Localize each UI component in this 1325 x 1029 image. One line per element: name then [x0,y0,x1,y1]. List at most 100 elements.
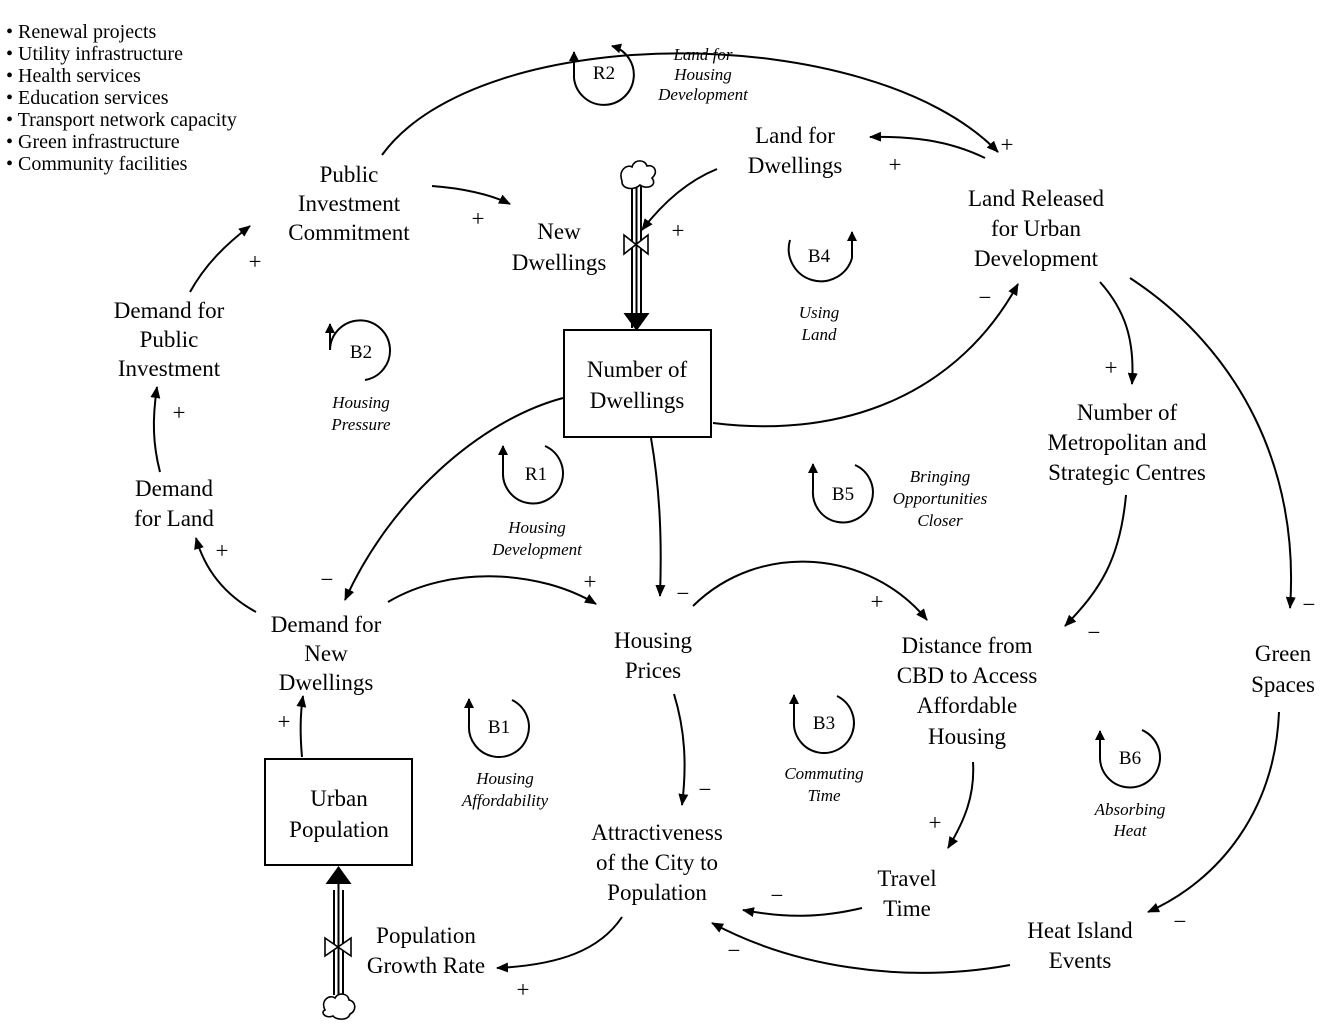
loop-circles [325,43,1161,789]
polarity-plus: + [173,400,186,425]
svg-text:Dwellings: Dwellings [279,670,374,695]
loop-b6: B6 Absorbing Heat [1094,748,1166,840]
svg-text:Urban: Urban [310,786,368,811]
svg-text:B5: B5 [832,484,854,505]
link-demand-for-land-to-demand-public-investment [150,386,161,473]
svg-text:New: New [537,219,581,244]
link-distance-to-travel-time [947,761,975,849]
cloud-source-icon [620,160,657,190]
polarity-minus: − [677,581,690,606]
node-attractiveness: Attractiveness of the City to Population [591,820,723,905]
loop-r2: R2 Land for Housing Development [593,45,749,104]
node-urban-population: Urban Population [289,786,389,842]
node-heat-island: Heat Island Events [1027,918,1133,973]
svg-text:Public: Public [320,162,379,187]
svg-text:B2: B2 [350,342,372,363]
svg-text:Land for: Land for [672,45,732,64]
svg-text:Time: Time [807,786,841,805]
link-land-for-dwellings-to-new-dwellings [641,168,718,231]
polarity-plus: + [1105,355,1118,380]
node-number-of-centres: Number of Metropolitan and Strategic Cen… [1047,400,1207,485]
svg-text:Opportunities: Opportunities [893,489,988,508]
link-housing-prices-to-distance [692,560,928,621]
svg-text:Commitment: Commitment [288,220,410,245]
polarity-plus: + [216,538,229,563]
loop-b1: B1 Housing Affordability [461,717,549,810]
link-green-spaces-to-heat-island [1147,711,1280,913]
svg-text:Growth Rate: Growth Rate [367,953,485,978]
polarity-minus: − [699,777,712,802]
loop-b4: B4 Using Land [799,246,840,344]
svg-text:Commuting: Commuting [784,764,863,783]
note-item: • Transport network capacity [6,109,237,131]
polarity-plus: + [249,249,262,274]
polarity-plus: + [672,218,685,243]
svg-text:B6: B6 [1119,748,1141,769]
note-item: • Education services [6,87,169,109]
svg-text:Affordability: Affordability [461,791,549,810]
svg-text:Housing: Housing [507,518,566,537]
node-travel-time: Travel Time [877,866,936,921]
link-attractiveness-to-growth-rate [496,916,623,973]
node-land-for-dwellings: Land for Dwellings [748,123,843,178]
stock-box-urban-population [264,758,413,866]
node-new-dwellings: New Dwellings [512,219,607,275]
population-inflow-pipe [325,866,352,995]
investment-areas-list: • Renewal projects • Utility infrastruct… [6,21,237,175]
svg-text:Number of: Number of [1077,400,1178,425]
stock-box-number-of-dwellings [563,329,712,438]
node-population-growth-rate: Population Growth Rate [367,923,485,978]
note-item: • Utility infrastructure [6,43,183,65]
valve-icon [623,233,649,256]
link-travel-time-to-attractiveness [742,907,863,917]
link-urban-population-to-demand-new-dwellings [296,695,307,758]
polarity-plus: + [871,589,884,614]
loop-b5: B5 Bringing Opportunities Closer [832,467,988,530]
valve-icon [324,936,352,958]
dwellings-inflow-pipe [623,186,650,331]
node-green-spaces: Green Spaces [1251,641,1315,697]
svg-text:Demand for: Demand for [271,612,382,637]
link-dwellings-to-housing-prices [650,437,666,597]
svg-text:R2: R2 [593,63,615,84]
note-item: • Renewal projects [6,21,157,43]
svg-text:Investment: Investment [298,191,401,216]
polarity-minus: − [1174,909,1187,934]
svg-text:Time: Time [883,896,931,921]
svg-text:Dwellings: Dwellings [590,388,685,413]
loop-b2: B2 Housing Pressure [330,342,391,434]
svg-text:Housing: Housing [928,724,1006,749]
loop-r1: R1 Housing Development [491,464,583,559]
svg-text:Housing: Housing [331,393,390,412]
svg-text:for Land: for Land [134,506,214,531]
svg-text:Travel: Travel [877,866,936,891]
note-item: • Green infrastructure [6,131,180,153]
polarity-plus: + [889,152,902,177]
svg-text:Development: Development [974,246,1099,271]
svg-text:for Urban: for Urban [991,216,1082,241]
svg-text:Dwellings: Dwellings [512,250,607,275]
link-dwellings-to-land-released [712,283,1019,428]
causal-links [150,52,1296,974]
node-housing-prices: Housing Prices [614,628,692,683]
node-public-investment: Public Investment Commitment [288,162,410,245]
svg-text:Dwellings: Dwellings [748,153,843,178]
polarity-plus: + [472,206,485,231]
svg-text:Events: Events [1049,948,1112,973]
cloud-source-icon [322,993,356,1020]
polarity-plus: + [1001,132,1014,157]
polarity-minus: − [1088,620,1101,645]
polarity-minus: − [979,285,992,310]
link-land-released-to-land-for-dwellings [869,131,986,159]
svg-text:Strategic Centres: Strategic Centres [1048,460,1206,485]
svg-text:B3: B3 [813,713,835,734]
note-item: • Community facilities [6,153,188,175]
svg-text:B1: B1 [488,717,510,738]
svg-text:Land for: Land for [755,123,835,148]
svg-text:Green: Green [1255,641,1312,666]
svg-text:New: New [304,641,348,666]
link-housing-prices-to-attractiveness [673,693,689,806]
svg-text:Heat Island: Heat Island [1027,918,1133,943]
